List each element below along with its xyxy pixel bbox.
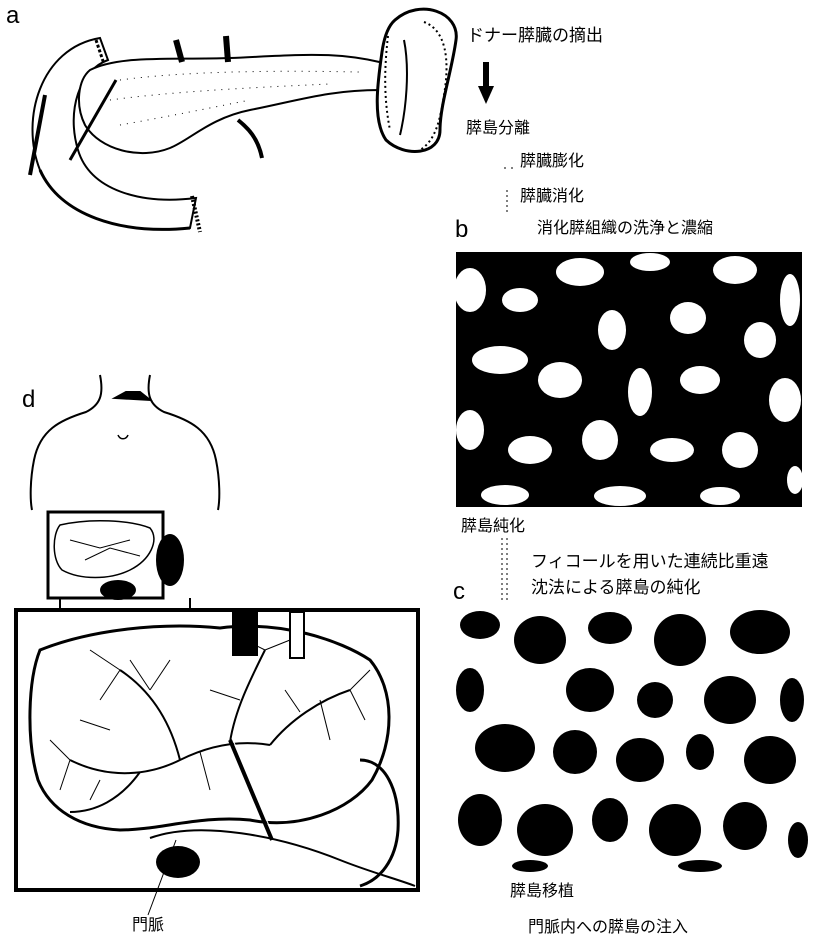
torso-illustration [31,375,220,610]
micrograph-purified-islets [456,608,808,872]
micrograph-digested-tissue [454,252,803,507]
pancreas-illustration [30,9,456,232]
liver-portal-vein-illustration [16,610,418,915]
